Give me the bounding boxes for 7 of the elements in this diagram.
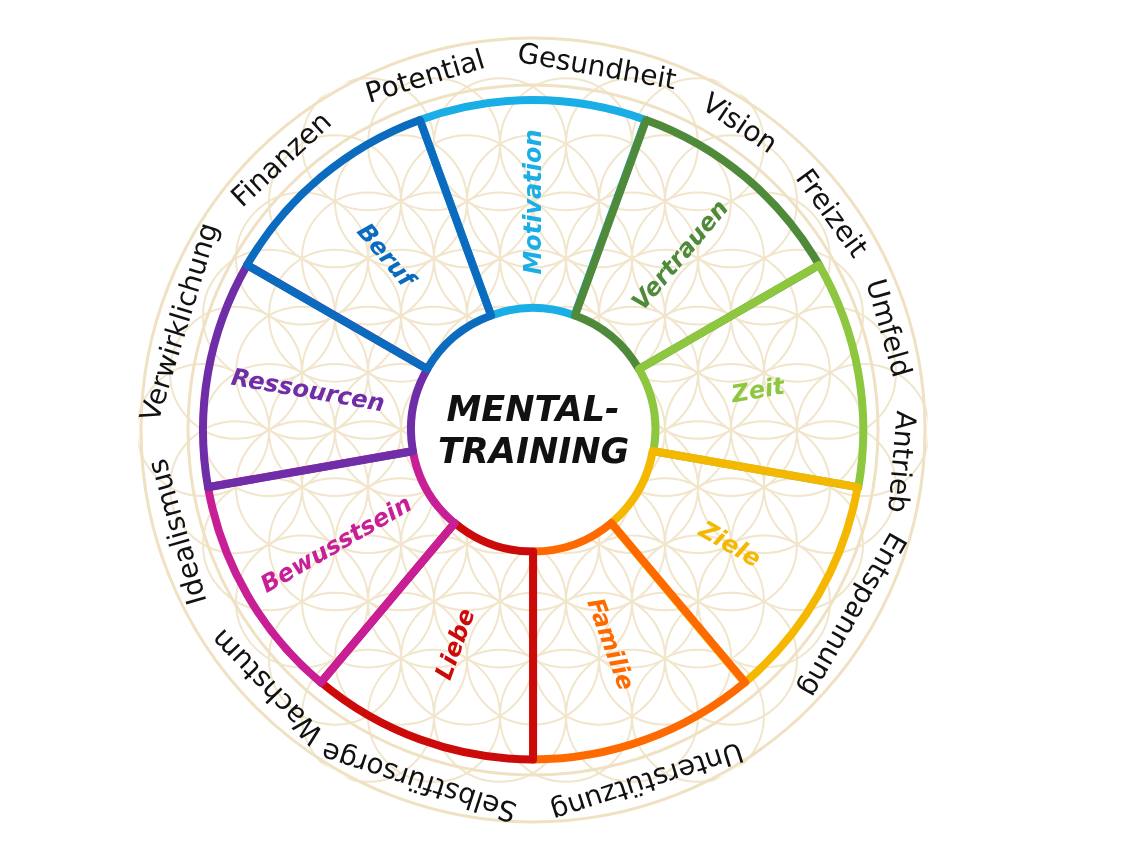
ring-label: Antrieb [880,409,923,515]
segment-label: Zeit [728,372,787,409]
ring-label: Gesundheit [515,35,680,96]
segment-label: Liebe [429,605,481,684]
segment-label: Motivation [519,129,547,275]
ring-label: Umfeld [858,275,919,381]
hub-title: MENTAL- TRAINING [438,388,628,472]
